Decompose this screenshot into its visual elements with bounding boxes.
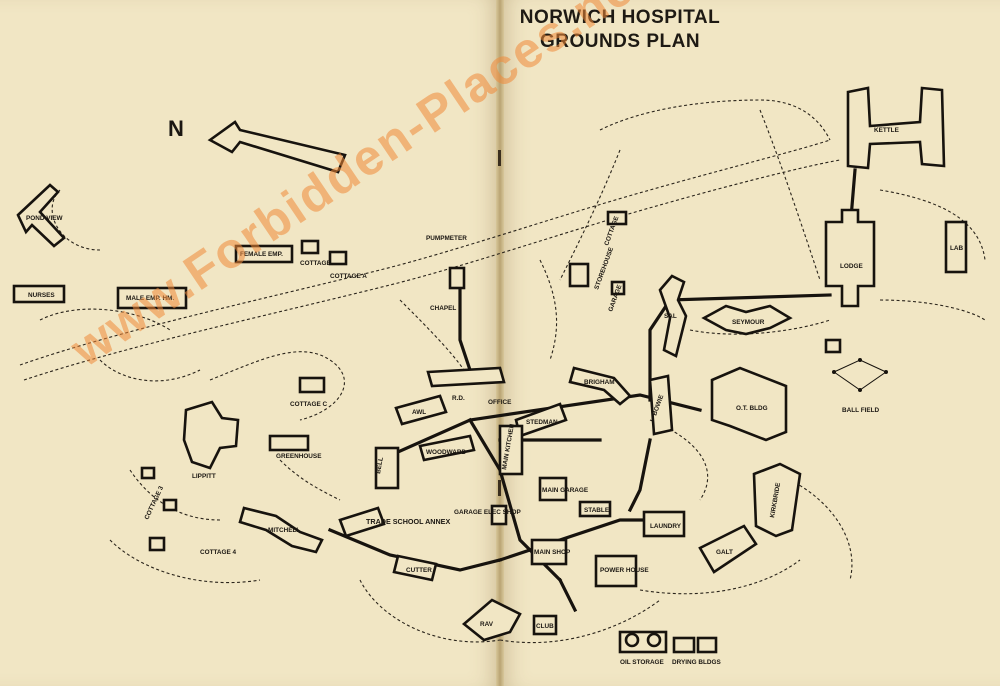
svg-text:BRIGHAM: BRIGHAM <box>584 379 615 386</box>
svg-text:WOODWARD: WOODWARD <box>426 449 466 456</box>
building-nurses: NURSES <box>12 284 66 304</box>
svg-text:POND VIEW: POND VIEW <box>26 215 64 222</box>
svg-text:GALT: GALT <box>716 549 733 556</box>
svg-text:MALE EMP. HM.: MALE EMP. HM. <box>126 295 174 302</box>
svg-text:BELL: BELL <box>375 457 385 475</box>
right-page <box>500 0 1000 686</box>
building-pond-view: POND VIEW <box>16 183 66 248</box>
binding-stitch <box>498 480 501 496</box>
building-ravi: RAV <box>461 598 522 642</box>
building-seymour: SEYMOUR <box>701 304 793 336</box>
svg-text:LAB: LAB <box>950 245 964 252</box>
building-main-garage: MAIN GARAGE <box>538 476 589 502</box>
building-cottage: COTTAGE <box>603 210 628 247</box>
building-pumpmeter: PUMPMETER <box>426 235 467 242</box>
svg-text:LIPPITT: LIPPITT <box>192 473 216 480</box>
building-storehouse: STOREHOUSE <box>568 246 615 291</box>
svg-text:BALL FIELD: BALL FIELD <box>842 407 880 414</box>
building-main-kitchen: MAIN KITCHEN <box>498 423 524 476</box>
building-brigham: BRIGHAM <box>568 366 632 406</box>
road-network <box>19 99 986 644</box>
building-trade-school-annex: TRADE SCHOOL ANNEX <box>338 506 450 538</box>
svg-text:MAIN GARAGE: MAIN GARAGE <box>542 487 589 494</box>
svg-text:FEMALE EMP.: FEMALE EMP. <box>240 251 283 258</box>
building-kettle: KETTLE <box>846 86 946 170</box>
building-cottage-4: COTTAGE 4 <box>148 536 237 556</box>
svg-text:GREENHOUSE: GREENHOUSE <box>276 453 322 460</box>
map-title-line1: NORWICH HOSPITAL <box>519 7 721 28</box>
svg-text:GARAGE: GARAGE <box>607 283 623 312</box>
building-cottage-3: COTTAGE 3 <box>140 466 178 521</box>
building-rd: R.D. <box>426 366 506 402</box>
svg-text:MAIN SHOP: MAIN SHOP <box>534 549 571 556</box>
building-office: OFFICE <box>488 399 512 406</box>
building-woodward: WOODWARD <box>418 434 476 462</box>
svg-text:SAL: SAL <box>664 313 677 320</box>
svg-text:TRADE SCHOOL ANNEX: TRADE SCHOOL ANNEX <box>366 517 450 526</box>
building-bowie: BOWIE <box>648 374 674 436</box>
book-gutter <box>496 0 504 686</box>
building-sal: SAL <box>658 274 688 358</box>
svg-text:STABLE: STABLE <box>584 507 610 514</box>
building-bell: BELL <box>374 446 400 490</box>
svg-text:SEYMOUR: SEYMOUR <box>732 319 765 326</box>
building-cottage-a: COTTAGE A <box>328 250 367 280</box>
svg-text:STEDMAN: STEDMAN <box>526 419 558 426</box>
svg-text:AWL: AWL <box>412 409 426 416</box>
building-awl: AWL <box>394 394 448 426</box>
building-lab: LAB <box>944 220 968 274</box>
svg-text:CUTTER: CUTTER <box>406 567 432 574</box>
svg-text:DRYING BLDGS: DRYING BLDGS <box>672 659 721 666</box>
building-oil-storage: OIL STORAGE <box>618 630 668 666</box>
building-male-emp-hm: MALE EMP. HM. <box>116 286 188 310</box>
binding-stitch <box>498 150 501 166</box>
building-laundry: LAUNDRY <box>642 510 686 538</box>
svg-text:MITCHELL: MITCHELL <box>268 527 300 534</box>
svg-text:LODGE: LODGE <box>840 263 863 270</box>
svg-text:RAV: RAV <box>480 621 494 628</box>
building-lippitt: LIPPITT <box>182 400 240 480</box>
svg-text:KETTLE: KETTLE <box>874 127 900 134</box>
svg-text:LAUNDRY: LAUNDRY <box>650 523 682 530</box>
svg-text:COTTAGE B: COTTAGE B <box>300 260 338 267</box>
map-title-line2: GROUNDS PLAN <box>539 31 701 52</box>
building-stable: STABLE <box>578 500 612 518</box>
building-lodge: LODGE <box>824 208 876 308</box>
svg-text:COTTAGE C: COTTAGE C <box>290 401 328 408</box>
building-greenhouse: GREENHOUSE <box>268 434 322 460</box>
building-garage: GARAGE <box>607 280 626 313</box>
building-kirkbride: KIRKBRIDE <box>752 462 802 538</box>
building-main-shop: MAIN SHOP <box>530 538 571 566</box>
svg-text:PUMPMETER: PUMPMETER <box>426 235 467 242</box>
svg-text:GARAGE ELEC SHOP: GARAGE ELEC SHOP <box>454 509 521 516</box>
building-power-house: POWER HOUSE <box>594 554 649 588</box>
svg-text:CLUB: CLUB <box>536 623 554 630</box>
svg-text:POWER HOUSE: POWER HOUSE <box>600 567 649 574</box>
svg-text:NURSES: NURSES <box>28 292 55 299</box>
building-galt: GALT <box>698 524 758 574</box>
svg-text:COTTAGE A: COTTAGE A <box>330 273 367 280</box>
building-ot-bldg: O.T. BLDG <box>710 366 788 442</box>
building-club: CLUB <box>532 614 558 636</box>
map-title: NORWICH HOSPITAL GROUNDS PLAN <box>505 6 735 54</box>
svg-text:OIL STORAGE: OIL STORAGE <box>620 659 665 666</box>
building-garage-elec: GARAGE ELEC SHOP <box>454 504 521 526</box>
north-marker: N <box>168 116 184 141</box>
building-cutter: CUTTER <box>392 554 438 582</box>
svg-text:COTTAGE 4: COTTAGE 4 <box>200 549 237 556</box>
svg-text:R.D.: R.D. <box>452 395 465 402</box>
svg-text:COTTAGE: COTTAGE <box>603 215 620 247</box>
ball-field: BALL FIELD <box>824 338 888 414</box>
building-cottage-b: COTTAGE B <box>300 239 338 267</box>
north-arrow: N <box>168 116 347 174</box>
svg-text:CHAPEL: CHAPEL <box>430 305 456 312</box>
building-mitchell: MITCHELL <box>238 506 324 554</box>
svg-text:OFFICE: OFFICE <box>488 399 512 406</box>
svg-text:O.T. BLDG: O.T. BLDG <box>736 405 768 412</box>
building-female-emp: FEMALE EMP. <box>234 244 294 264</box>
building-drying-bldgs: DRYING BLDGS <box>672 636 721 666</box>
building-chapel: CHAPEL <box>430 266 466 312</box>
building-cottage-c: COTTAGE C <box>290 376 328 408</box>
